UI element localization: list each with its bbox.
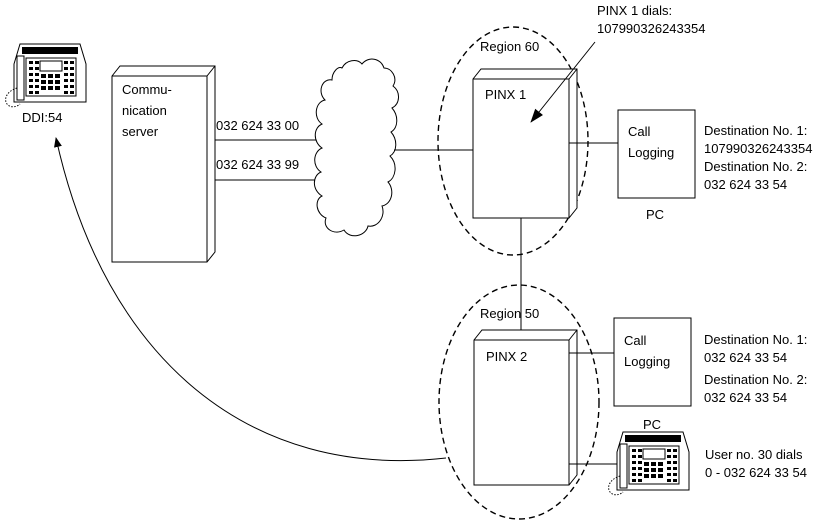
server-label-line1: Commu- [122,82,172,97]
region-60-label: Region 60 [480,39,539,54]
network-cloud-icon [313,58,399,237]
pinx1-box: PINX 1 [472,68,578,219]
number-lower: 032 624 33 99 [216,157,299,172]
dest1-value-bottom: 032 624 33 54 [704,350,787,365]
pc2-label: PC [643,417,661,432]
logging1-line2: Logging [628,145,674,160]
call-logging-2: Call Logging PC [613,317,692,432]
server-label-line3: server [122,124,159,139]
left-telephone: DDI:54 [5,43,87,125]
logging2-line1: Call [624,333,647,348]
destinations-2: Destination No. 1: 032 624 33 54 Destina… [704,332,807,405]
dest1-value-top: 107990326243354 [704,141,812,156]
pc1-label: PC [646,207,664,222]
call-logging-1: Call Logging PC [617,109,696,222]
pinx1-dials-arrow [530,41,596,123]
ddi-call-arrow [54,137,447,462]
logging1-line1: Call [628,124,651,139]
pc-box-1 [617,109,696,199]
pinx1-dials-line1: PINX 1 dials: [597,3,672,18]
communication-server: Commu- nication server [111,65,216,263]
user-dials-line1: User no. 30 dials [705,447,803,462]
server-box-icon [111,65,216,263]
user-dials-line2: 0 - 032 624 33 54 [705,465,807,480]
telephone-icon [608,431,690,496]
number-upper: 032 624 33 00 [216,118,299,133]
dest2-label-top: Destination No. 2: [704,159,807,174]
server-label-line2: nication [122,103,167,118]
pinx2-box: PINX 2 [473,329,578,486]
pinx1-label: PINX 1 [485,87,526,102]
dest1-label-top: Destination No. 1: [704,123,807,138]
logging2-line2: Logging [624,354,670,369]
region-60-boundary [437,26,589,256]
dest2-value-top: 032 624 33 54 [704,177,787,192]
region-50-label: Region 50 [480,306,539,321]
dest2-label-bottom: Destination No. 2: [704,372,807,387]
ddi-label: DDI:54 [22,110,62,125]
pinx1-dials-line2: 107990326243354 [597,21,705,36]
dest2-value-bottom: 032 624 33 54 [704,390,787,405]
telephone-icon [5,43,87,108]
pinx2-label: PINX 2 [486,349,527,364]
dest1-label-bottom: Destination No. 1: [704,332,807,347]
user-telephone [608,431,690,496]
destinations-1: Destination No. 1: 107990326243354 Desti… [704,123,812,192]
pc-box-2 [613,317,692,407]
region-50-boundary [438,284,600,520]
